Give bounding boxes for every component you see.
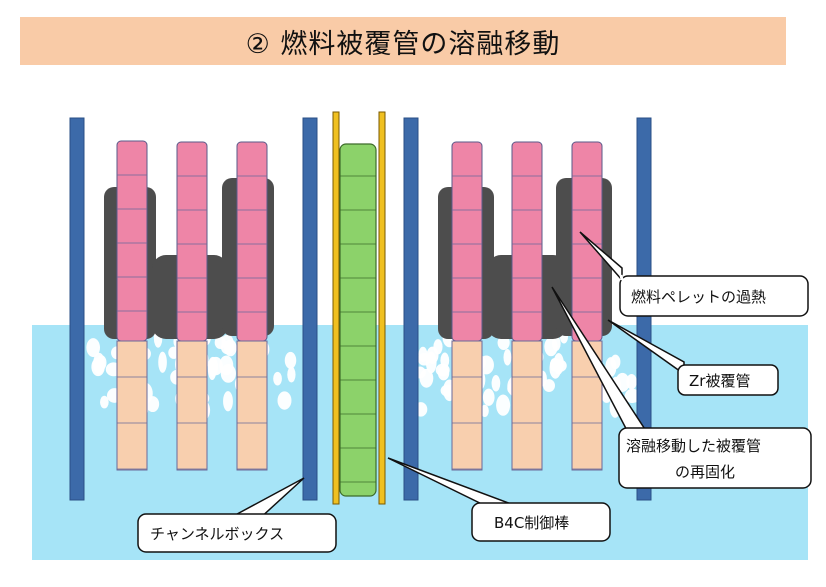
steam-bubble — [480, 404, 489, 418]
steam-bubble — [624, 388, 641, 404]
steam-bubble — [223, 391, 233, 412]
steam-bubble — [146, 396, 160, 413]
label-zr-cladding: Zr被覆管 — [689, 372, 751, 390]
steam-bubble — [86, 338, 101, 358]
steam-bubble — [496, 394, 511, 416]
steam-bubble — [544, 337, 558, 357]
steam-bubble — [284, 351, 297, 369]
steam-bubble — [552, 359, 567, 373]
callout-b4c-rod — [387, 457, 611, 542]
label-b4c-rod: B4C制御棒 — [494, 514, 570, 532]
steam-bubble — [482, 388, 495, 406]
fuel-rod — [571, 141, 603, 471]
fuel-rod — [116, 140, 148, 471]
label-resolidified-line2: の再固化 — [675, 463, 736, 481]
steam-bubble — [491, 375, 501, 392]
fuel-rod — [451, 141, 483, 471]
label-resolidified-line1: 溶融移動した被覆管 — [626, 437, 762, 455]
steam-bubble — [158, 351, 167, 373]
steam-bubble — [418, 346, 428, 363]
channel-box-wall — [69, 117, 85, 501]
steam-bubble — [543, 379, 555, 393]
label-channel-box: チャンネルボックス — [150, 525, 285, 543]
steam-bubble — [478, 355, 494, 375]
steam-bubble — [626, 374, 637, 390]
steam-bubble — [93, 352, 105, 375]
callout-zr-cladding — [607, 319, 779, 396]
steam-bubble — [435, 363, 450, 377]
steam-bubble — [287, 366, 296, 383]
steam-bubble — [419, 368, 434, 388]
channel-box-wall — [403, 117, 419, 501]
steam-bubble — [207, 358, 217, 381]
callout-channel-box — [137, 477, 337, 553]
label-pellet-overheat: 燃料ペレットの過熱 — [631, 288, 767, 306]
callout-pellet-overheat — [579, 231, 809, 317]
steam-bubble — [433, 339, 443, 355]
steam-bubble — [497, 335, 510, 350]
steam-bubble — [503, 349, 512, 366]
control-blade-sheath — [332, 111, 386, 505]
fuel-rods — [116, 140, 603, 471]
channel-box-wall — [302, 117, 318, 501]
fuel-rod — [511, 141, 543, 471]
callout-resolidified — [551, 286, 812, 489]
steam-bubble — [100, 395, 109, 409]
fuel-rod — [176, 141, 208, 471]
steam-bubble — [273, 371, 282, 386]
steam-bubble — [220, 340, 235, 355]
b4c-absorber — [339, 143, 377, 497]
fuel-rod — [236, 141, 268, 471]
steam-bubble — [277, 391, 292, 410]
page-title: ② 燃料被覆管の溶融移動 — [20, 17, 786, 65]
steam-bubble — [219, 355, 234, 376]
